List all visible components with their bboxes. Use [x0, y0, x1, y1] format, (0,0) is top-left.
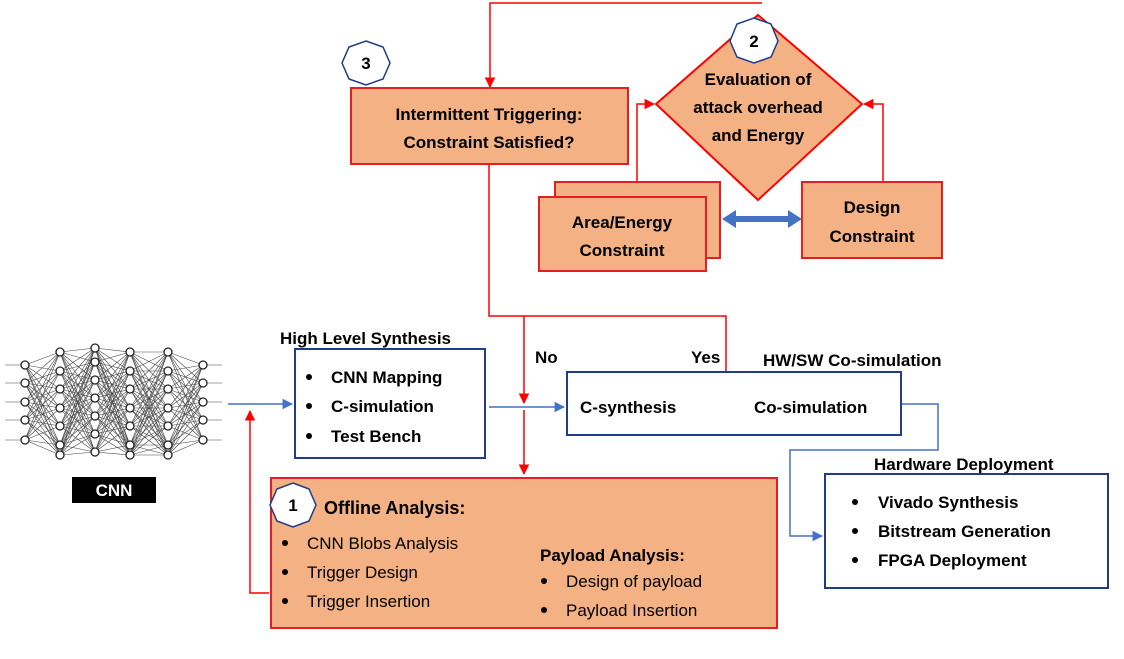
evaluation-line3: and Energy	[712, 126, 805, 145]
evaluation-diamond: Evaluation of attack overhead and Energy	[654, 13, 864, 202]
step-3-badge: 3	[341, 40, 391, 86]
step-1-label: 1	[288, 496, 297, 515]
top-feedback-line	[484, 2, 762, 89]
offline-title: Offline Analysis:	[324, 498, 465, 518]
design-line2: Constraint	[830, 227, 915, 246]
cnn-node	[90, 429, 100, 439]
cnn-node	[125, 440, 135, 450]
cnn-node	[125, 384, 135, 394]
cnn-node	[125, 421, 135, 431]
offline-item-2: Trigger Insertion	[307, 592, 430, 611]
payload-item-0: Design of payload	[566, 572, 702, 591]
cnn-node	[125, 347, 135, 357]
cnn-label-box	[72, 477, 156, 503]
constraint-double-arrow	[722, 210, 802, 228]
area-energy-constraint-box: Area/Energy Constraint	[538, 181, 721, 272]
cnn-node	[163, 384, 173, 394]
cnn-node	[55, 440, 65, 450]
payload-item-1: Payload Insertion	[566, 601, 697, 620]
csynth-label: C-synthesis	[580, 398, 676, 417]
cnn-node	[198, 435, 208, 445]
payload-title: Payload Analysis:	[540, 546, 685, 565]
design-to-evaluation-arrow	[862, 98, 884, 182]
area-energy-line1: Area/Energy	[572, 213, 673, 232]
hls-box: CNN Mapping C-simulation Test Bench	[294, 348, 486, 459]
hls-item-1: C-simulation	[331, 397, 434, 416]
evaluation-line1: Evaluation of	[705, 70, 812, 89]
design-constraint-box: Design Constraint	[801, 181, 943, 259]
cnn-node	[20, 378, 30, 388]
cosim-box: C-synthesis Co-simulation	[566, 371, 902, 436]
cnn-node	[125, 403, 135, 413]
cnn-node	[125, 450, 135, 460]
cnn-node	[20, 415, 30, 425]
cnn-node	[90, 343, 100, 353]
cosim-to-deploy-arrow	[789, 403, 939, 542]
step-2-badge: 2	[729, 17, 779, 64]
cnn-node	[125, 366, 135, 376]
cnn-node	[163, 440, 173, 450]
yes-label: Yes	[691, 348, 720, 367]
cnn-node	[90, 447, 100, 457]
step-3-label: 3	[361, 54, 370, 73]
constraint-down-line	[488, 164, 732, 402]
cnn-node	[163, 421, 173, 431]
cnn-node	[163, 450, 173, 460]
deploy-title: Hardware Deployment	[874, 455, 1054, 474]
cnn-node	[55, 403, 65, 413]
cnn-node	[198, 360, 208, 370]
cnn-node	[198, 397, 208, 407]
cnn-node	[20, 397, 30, 407]
cnn-node	[90, 375, 100, 385]
cnn-node	[198, 378, 208, 388]
cnn-node	[55, 450, 65, 460]
cnn-node	[163, 403, 173, 413]
area-energy-line2: Constraint	[580, 241, 665, 260]
deploy-item-1: Bitstream Generation	[878, 522, 1051, 541]
cnn-node	[20, 435, 30, 445]
offline-item-0: CNN Blobs Analysis	[307, 534, 458, 553]
design-line1: Design	[844, 198, 901, 217]
cosim-title: HW/SW Co-simulation	[763, 351, 941, 370]
cnn-network-icon	[5, 343, 222, 460]
cnn-node	[55, 366, 65, 376]
cnn-node	[55, 347, 65, 357]
step-1-badge: 1	[269, 482, 317, 528]
evaluation-line2: attack overhead	[693, 98, 822, 117]
cnn-node	[55, 384, 65, 394]
intermittent-line1: Intermittent Triggering:	[396, 105, 583, 124]
no-label: No	[535, 348, 558, 367]
cnn-label: CNN	[96, 481, 133, 500]
hls-item-0: CNN Mapping	[331, 368, 442, 387]
deploy-item-2: FPGA Deployment	[878, 551, 1027, 570]
cnn-node	[55, 421, 65, 431]
cnn-node	[90, 411, 100, 421]
cnn-node	[198, 415, 208, 425]
cnn-node	[90, 393, 100, 403]
offline-feedback-arrow	[244, 409, 269, 594]
deploy-item-0: Vivado Synthesis	[878, 493, 1018, 512]
cnn-node	[163, 366, 173, 376]
offline-item-1: Trigger Design	[307, 563, 418, 582]
offline-analysis-box: Offline Analysis: CNN Blobs Analysis Tri…	[270, 477, 778, 629]
step-2-label: 2	[749, 32, 758, 51]
hls-item-2: Test Bench	[331, 427, 421, 446]
deploy-box: Vivado Synthesis Bitstream Generation FP…	[824, 473, 1109, 589]
intermittent-triggering-box: Intermittent Triggering: Constraint Sati…	[350, 87, 629, 165]
cnn-node	[90, 357, 100, 367]
cosim-label: Co-simulation	[754, 398, 867, 417]
hls-title: High Level Synthesis	[280, 329, 451, 348]
cnn-node	[20, 360, 30, 370]
area-to-evaluation-arrow	[636, 98, 656, 182]
cnn-node	[163, 347, 173, 357]
intermittent-line2: Constraint Satisfied?	[404, 133, 575, 152]
